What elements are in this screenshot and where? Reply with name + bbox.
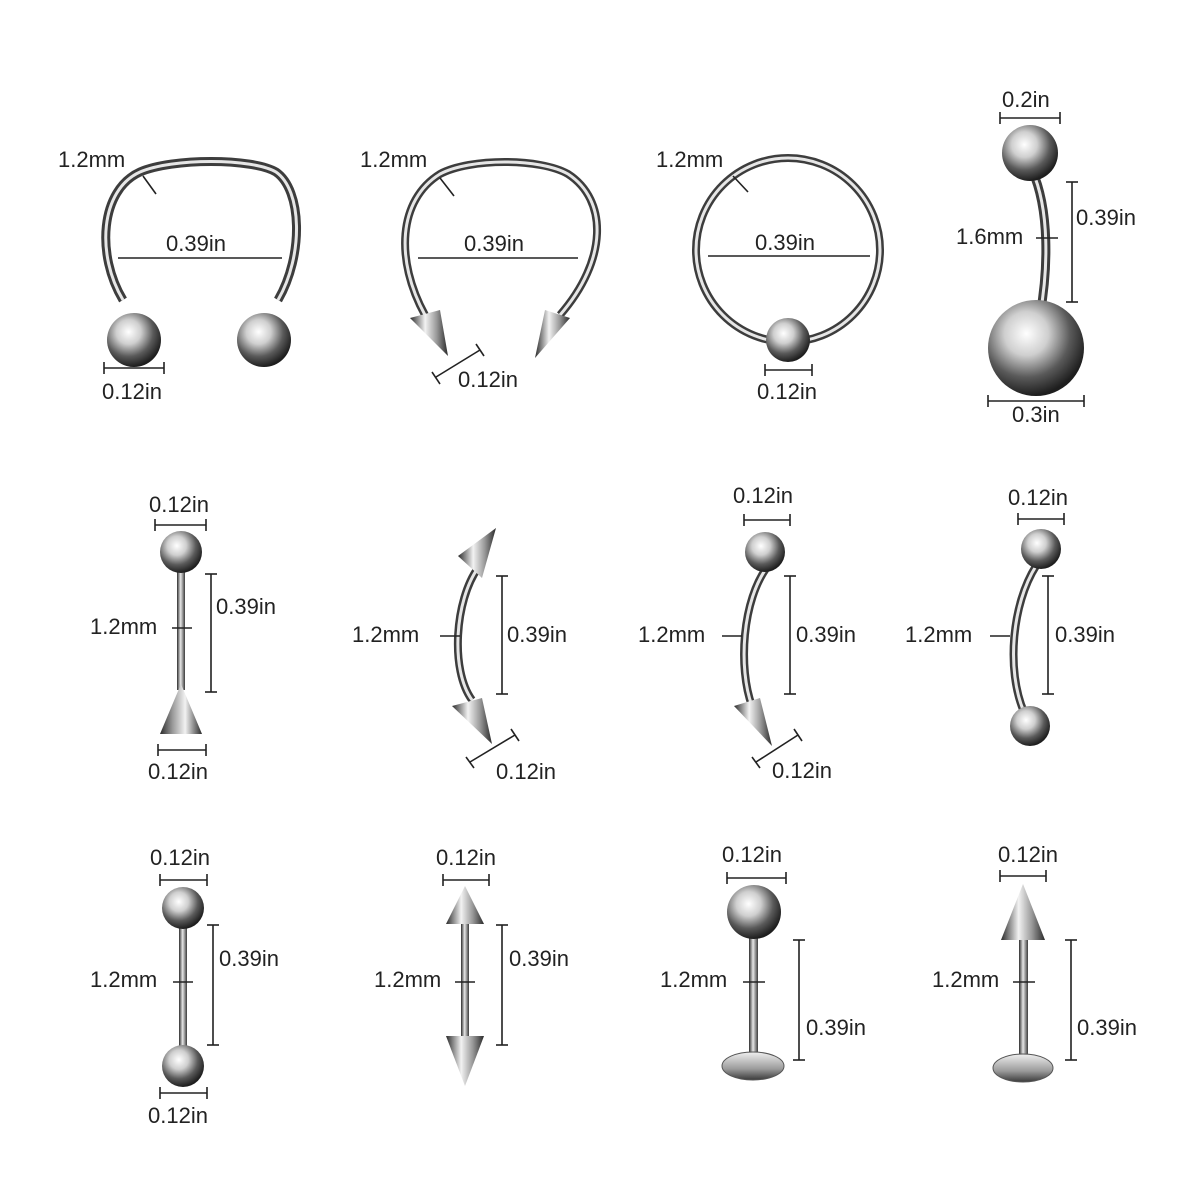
gauge-label: 1.2mm [374, 967, 441, 992]
diameter-label: 0.39in [464, 231, 524, 256]
spike-label: 0.12in [772, 758, 832, 783]
spike-dim-line [435, 349, 481, 378]
ball-top [162, 887, 204, 929]
top-label: 0.12in [1008, 485, 1068, 510]
straight-barbell: 0.12in 0.39in 1.2mm 0.12in [90, 845, 279, 1128]
spike-label: 0.12in [496, 759, 556, 784]
spike-dim-cap [475, 343, 485, 357]
diameter-label: 0.39in [755, 230, 815, 255]
spike-top [458, 528, 496, 578]
spike-top [446, 886, 484, 924]
bottom-label: 0.12in [148, 1103, 208, 1128]
length-label: 0.39in [507, 622, 567, 647]
gauge-label: 1.6mm [956, 224, 1023, 249]
horseshoe-ring-shine [403, 160, 599, 316]
length-label: 0.39in [219, 946, 279, 971]
curved-barbell: 0.12in 0.39in 1.2mm [905, 485, 1115, 746]
length-label: 0.39in [1077, 1015, 1137, 1040]
labret-rod [1019, 936, 1028, 1056]
ball-bottom [162, 1045, 204, 1087]
spike-right [535, 310, 570, 358]
top-label: 0.12in [733, 483, 793, 508]
ball-left [107, 313, 161, 367]
curved-double-spike: 0.39in 1.2mm 0.12in [352, 528, 567, 784]
ball-top [727, 885, 781, 939]
gauge-label: 1.2mm [932, 967, 999, 992]
gauge-label: 1.2mm [58, 147, 125, 172]
gauge-label: 1.2mm [905, 622, 972, 647]
spike-dim-line [469, 734, 516, 763]
length-label: 0.39in [1055, 622, 1115, 647]
spike-dim-cap [431, 371, 441, 385]
gauge-label: 1.2mm [638, 622, 705, 647]
spike-top [1001, 884, 1045, 940]
length-label: 0.39in [216, 594, 276, 619]
labret-disc [992, 1053, 1054, 1083]
length-label: 0.39in [796, 622, 856, 647]
gauge-tick [142, 175, 157, 195]
ball-bottom [988, 300, 1084, 396]
horseshoe-ring-shine [104, 160, 298, 301]
spike-dim-cap [510, 728, 520, 742]
top-label: 0.12in [998, 842, 1058, 867]
spike-dim-cap [465, 756, 475, 769]
spike-dim-line [755, 734, 799, 763]
curved-rod-shine [742, 565, 770, 707]
labret-rod [749, 920, 758, 1055]
bottom-label: 0.3in [1012, 402, 1060, 427]
labret-ball: 0.12in 0.39in 1.2mm [660, 842, 866, 1081]
length-label: 0.39in [806, 1015, 866, 1040]
gauge-tick [732, 175, 749, 193]
horseshoe-spike: 1.2mm 0.39in 0.12in [360, 147, 601, 392]
curved-rod-shine [456, 567, 480, 701]
length-label: 0.39in [1076, 205, 1136, 230]
top-label: 0.12in [149, 492, 209, 517]
gauge-label: 1.2mm [90, 967, 157, 992]
labret-spike: 0.12in 0.39in 1.2mm [932, 842, 1137, 1083]
gauge-label: 1.2mm [656, 147, 723, 172]
spike-bottom [446, 1036, 484, 1086]
gauge-label: 1.2mm [360, 147, 427, 172]
barbell-rod [179, 920, 187, 1060]
bead-label: 0.12in [757, 379, 817, 404]
captive-bead-ring: 1.2mm 0.39in 0.12in [656, 147, 884, 404]
ball-bottom [1010, 706, 1050, 746]
spike-label: 0.12in [458, 367, 518, 392]
labret-disc [721, 1051, 785, 1081]
spike-dim-cap [751, 756, 761, 769]
horseshoe-ball: 1.2mm 0.39in 0.12in [58, 147, 301, 404]
gauge-label: 1.2mm [660, 967, 727, 992]
barbell-rod [461, 920, 469, 1038]
spike-bottom [160, 684, 202, 734]
belly-ring: 0.2in 0.39in 1.6mm 0.3in [956, 87, 1136, 427]
length-label: 0.39in [509, 946, 569, 971]
top-label: 0.12in [436, 845, 496, 870]
gauge-label: 1.2mm [90, 614, 157, 639]
belly-rod-shine [1030, 169, 1048, 316]
bottom-label: 0.12in [148, 759, 208, 784]
ball-right [237, 313, 291, 367]
spike-bottom [734, 698, 772, 746]
ball-top [160, 531, 202, 573]
spike-dim-cap [793, 728, 803, 742]
curved-rod-shine [1012, 565, 1038, 713]
spike-left [410, 310, 448, 356]
straight-ball-spike: 0.12in 0.39in 1.2mm 0.12in [90, 492, 276, 784]
ball-top [1002, 125, 1058, 181]
gauge-tick [439, 177, 455, 197]
top-label: 0.12in [722, 842, 782, 867]
ball-label: 0.12in [102, 379, 162, 404]
curved-ball-spike: 0.12in 0.39in 1.2mm 0.12in [638, 483, 856, 783]
straight-double-spike: 0.12in 0.39in 1.2mm [374, 845, 569, 1086]
top-label: 0.2in [1002, 87, 1050, 112]
barbell-rod [177, 560, 185, 690]
captive-bead [766, 318, 810, 362]
diameter-label: 0.39in [166, 231, 226, 256]
ball-top [1021, 529, 1061, 569]
top-label: 0.12in [150, 845, 210, 870]
gauge-label: 1.2mm [352, 622, 419, 647]
spike-bottom [452, 698, 492, 744]
ball-top [745, 532, 785, 572]
